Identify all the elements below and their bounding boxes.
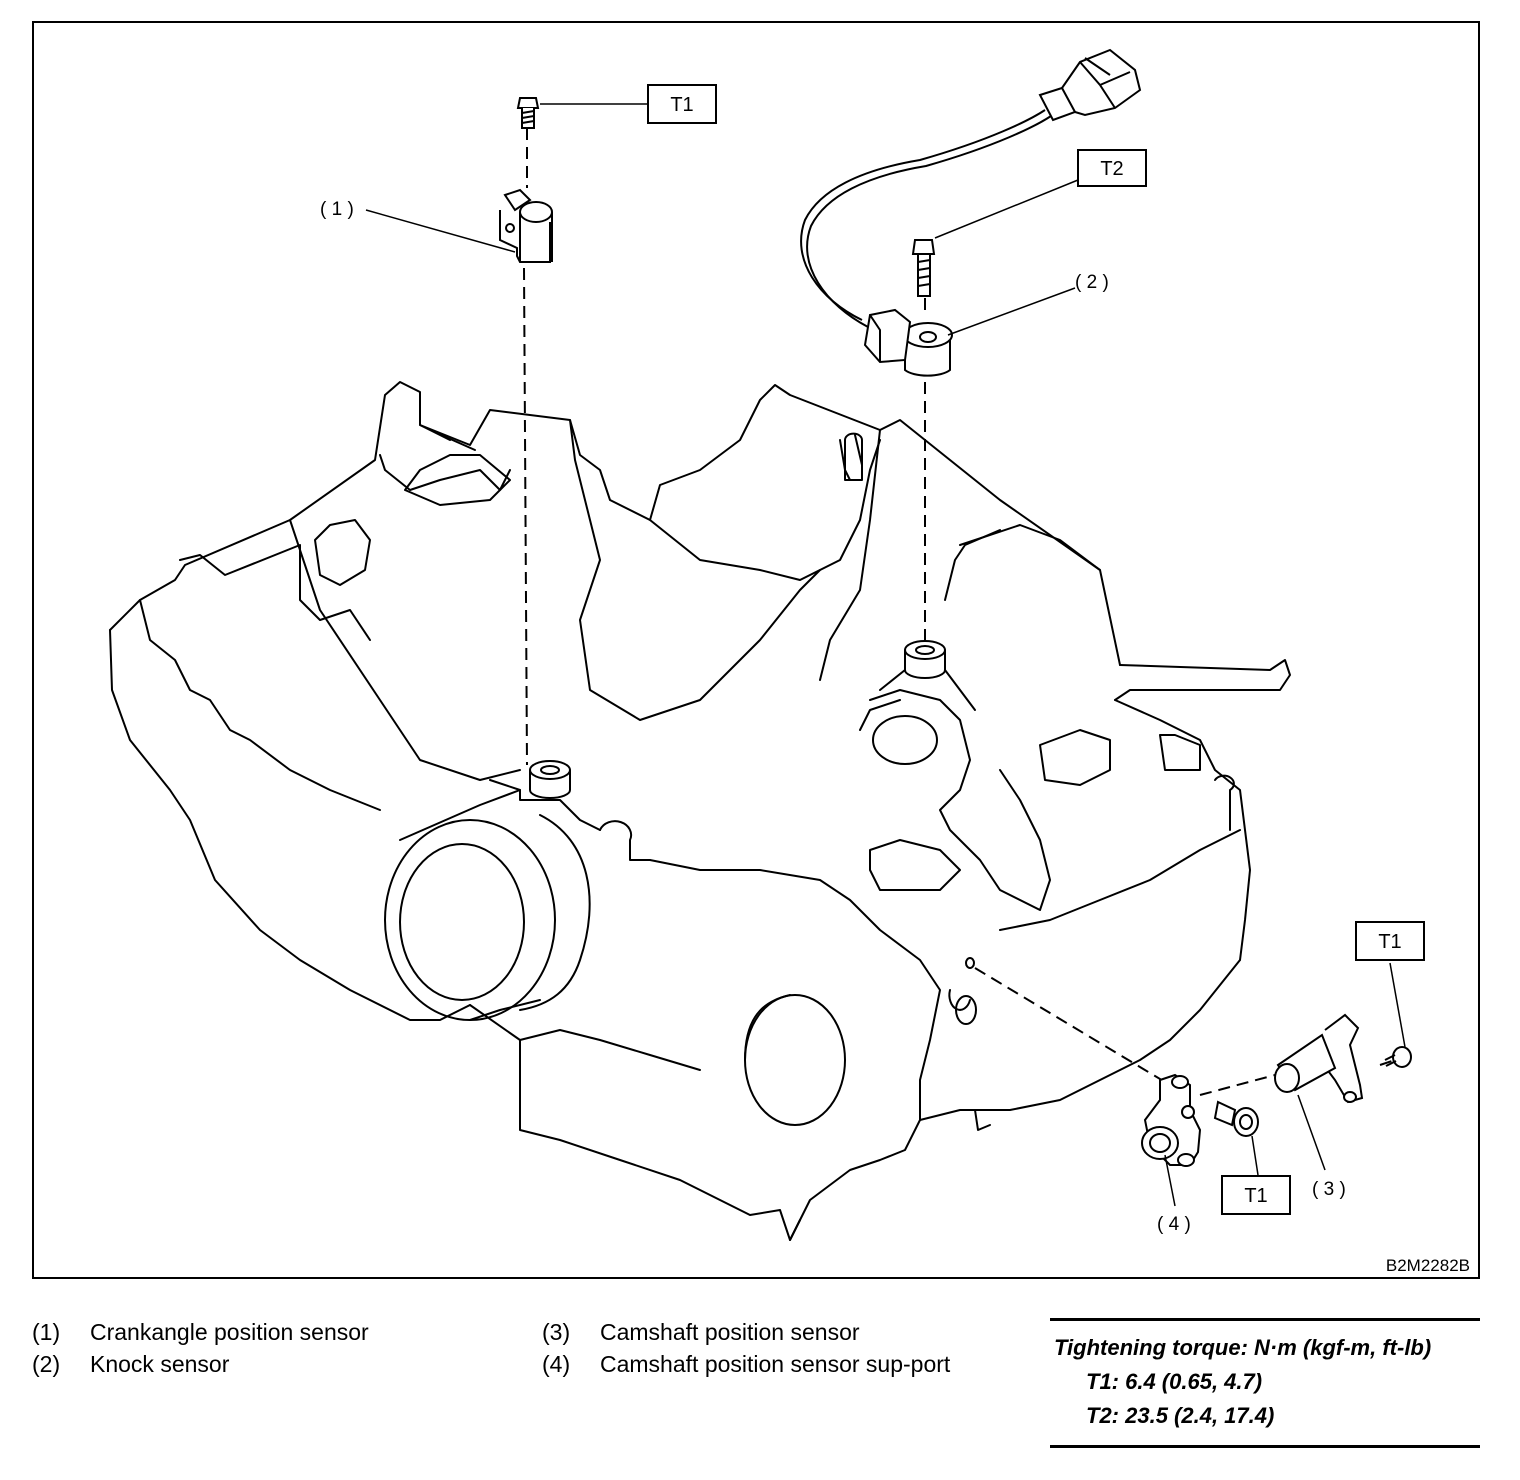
torque-tag-t1-top-label: T1	[670, 94, 693, 116]
legend-text: Crankangle position sensor	[90, 1319, 369, 1345]
legend-number: (4)	[542, 1351, 571, 1377]
callout-2: ( 2 )	[1075, 272, 1109, 293]
callout-1: ( 1 )	[320, 199, 354, 220]
legend-item: (2) Knock sensor	[32, 1348, 430, 1380]
camshaft-sensor	[1274, 1013, 1412, 1104]
legend-number: (2)	[32, 1351, 61, 1377]
legend-text: Camshaft position sensor sup-port	[600, 1351, 951, 1377]
crankangle-sensor	[499, 97, 553, 263]
legend-number: (1)	[32, 1319, 61, 1345]
torque-tag-t2	[1077, 149, 1147, 187]
torque-tag-t2-label: T2	[1100, 158, 1123, 180]
legend-item: (4) Camshaft position sensor sup-port	[542, 1348, 960, 1380]
torque-t1: T1: 6.4 (0.65, 4.7)	[1086, 1369, 1263, 1394]
torque-tag-t1-bottom	[1221, 1175, 1291, 1215]
torque-tag-t1-bottom-label: T1	[1244, 1185, 1267, 1207]
legend-left: (1) Crankangle position sensor (2) Knock…	[32, 1316, 430, 1380]
figure-code: B2M2282B	[1386, 1256, 1470, 1275]
torque-heading: Tightening torque: N·m (kgf-m, ft-lb)	[1054, 1335, 1432, 1360]
guide-lines	[523, 128, 1396, 1096]
torque-tag-t1-right	[1355, 921, 1425, 961]
figure-frame	[32, 21, 1480, 1279]
legend-text: Camshaft position sensor	[600, 1319, 860, 1345]
legend-item: (1) Crankangle position sensor	[32, 1316, 430, 1348]
tightening-torque-spec: Tightening torque: N·m (kgf-m, ft-lb) T1…	[1050, 1318, 1480, 1448]
legend-item: (3) Camshaft position sensor	[542, 1316, 960, 1348]
torque-tag-t1-right-label: T1	[1378, 931, 1401, 953]
leader-lines	[365, 103, 1406, 1207]
camshaft-sensor-support	[1141, 1073, 1259, 1167]
torque-t2: T2: 23.5 (2.4, 17.4)	[1086, 1403, 1275, 1428]
torque-tags: T1 T2 T1 T1	[647, 84, 1425, 1215]
engine-block	[109, 381, 1291, 1241]
callout-4: ( 4 )	[1157, 1214, 1191, 1235]
callouts: ( 1 ) ( 2 ) ( 3 ) ( 4 )	[320, 199, 1346, 1235]
callout-3: ( 3 )	[1312, 1179, 1346, 1200]
legend-right: (3) Camshaft position sensor (4) Camshaf…	[542, 1316, 960, 1380]
engine-sensor-diagram: T1 T2 T1 T1 ( 1 ) ( 2 ) ( 3 ) ( 4 ) B2M2…	[32, 21, 1480, 1279]
legend-text: Knock sensor	[90, 1351, 230, 1377]
legend-number: (3)	[542, 1319, 571, 1345]
torque-tag-t1-top	[647, 84, 717, 124]
knock-sensor	[800, 48, 1142, 377]
